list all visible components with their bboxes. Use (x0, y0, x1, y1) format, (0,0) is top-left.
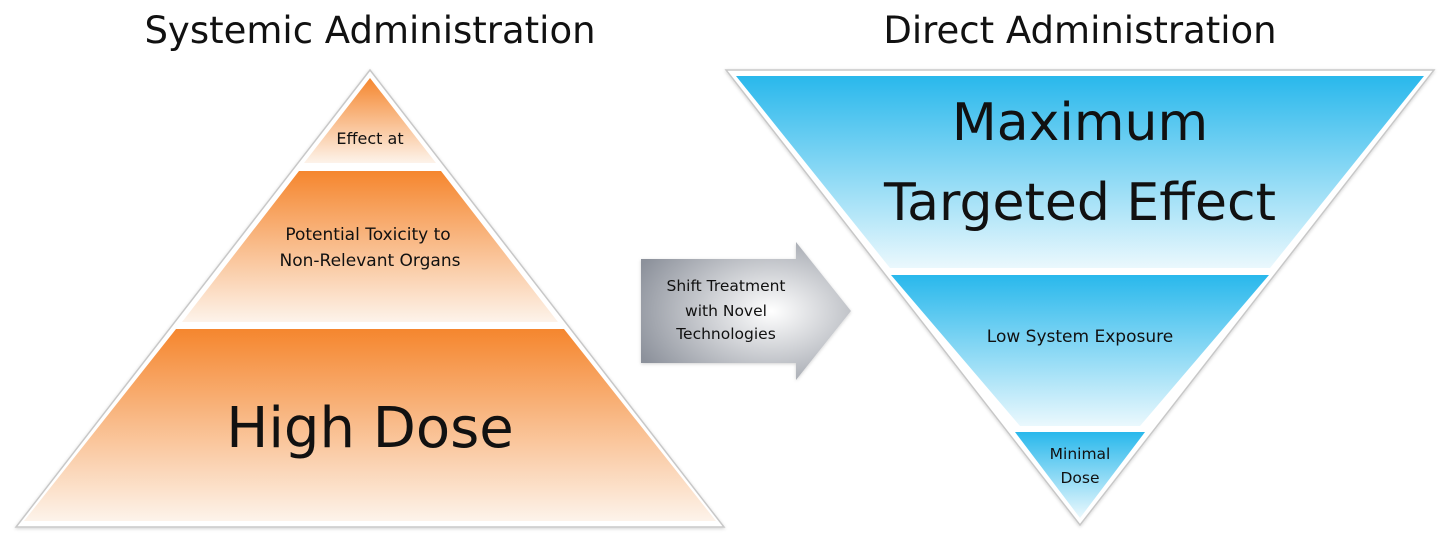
arrow-label-line2: with Novel (685, 302, 767, 320)
systemic-title: Systemic Administration (144, 9, 595, 52)
pyramid-tier-top (304, 78, 436, 163)
inverted-tier-top (736, 76, 1424, 268)
arrow-label-line1: Shift Treatment (666, 277, 785, 295)
arrow-label-line3: Technologies (675, 325, 776, 343)
shift-arrow-shape (641, 242, 851, 380)
pyramid-tier-bottom (24, 329, 716, 521)
inverted-top-label-line1: Maximum (952, 93, 1208, 153)
shift-arrow: Shift Treatment with Novel Technologies (641, 242, 851, 380)
pyramid-middle-label-line2: Non-Relevant Organs (280, 251, 461, 271)
pyramid-bottom-label: High Dose (226, 396, 514, 461)
direct-inverted-pyramid: Maximum Targeted Effect Low System Expos… (724, 69, 1436, 527)
systemic-pyramid: Effect at Potential Toxicity to Non-Rele… (14, 68, 726, 528)
pyramid-tier-middle (182, 171, 558, 322)
pyramid-top-label: Effect at (336, 129, 403, 148)
direct-title: Direct Administration (883, 9, 1276, 52)
inverted-bottom-label-line1: Minimal (1050, 445, 1111, 463)
inverted-top-label-line2: Targeted Effect (883, 173, 1276, 233)
inverted-bottom-label-line2: Dose (1060, 469, 1099, 487)
pyramid-middle-label-line1: Potential Toxicity to (285, 225, 450, 245)
inverted-middle-label: Low System Exposure (987, 327, 1173, 347)
inverted-tier-bottom (1015, 432, 1145, 518)
inverted-tier-middle (891, 275, 1269, 426)
